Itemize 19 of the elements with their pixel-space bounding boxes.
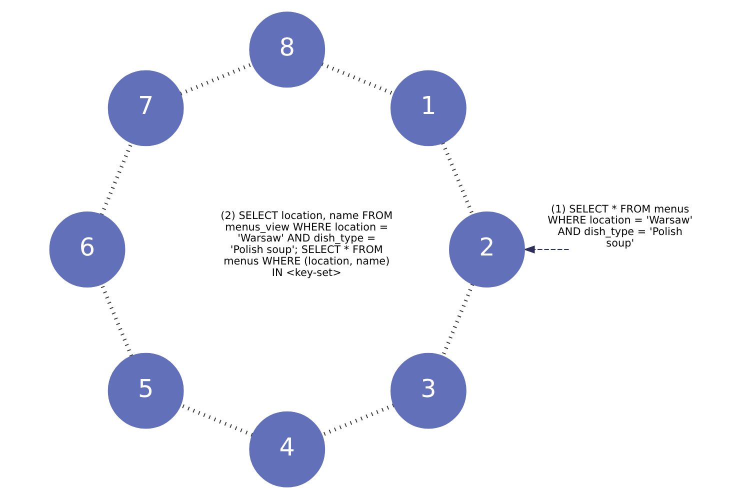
node-circle: 6	[48, 212, 125, 288]
connector	[180, 62, 253, 96]
connector	[320, 404, 394, 437]
node-circle: 7	[107, 70, 184, 146]
edge-label: (1) SELECT * FROM menus WHERE location = 'Warsaw' AND dish_type = 'Polish soup'	[547, 203, 692, 250]
connector	[440, 284, 474, 357]
connector	[100, 142, 133, 216]
connector	[99, 284, 133, 357]
node-circle: 1	[390, 70, 466, 146]
connector	[320, 62, 394, 96]
node-circle: 5	[107, 352, 184, 429]
node-circle: 3	[390, 352, 466, 429]
connector	[179, 403, 252, 437]
node-circle: 8	[248, 12, 325, 88]
node-circle: 2	[448, 212, 524, 288]
node-circle: 4	[248, 411, 325, 488]
arrow	[522, 246, 569, 254]
label: (2) SELECT location, name FROM menus_view WHERE location = 'Warsaw' AND dish_type = 'Polish soup'; SELECT * FROM menus WHERE (location, name) IN <key-set>	[220, 210, 392, 279]
connector	[440, 142, 474, 216]
